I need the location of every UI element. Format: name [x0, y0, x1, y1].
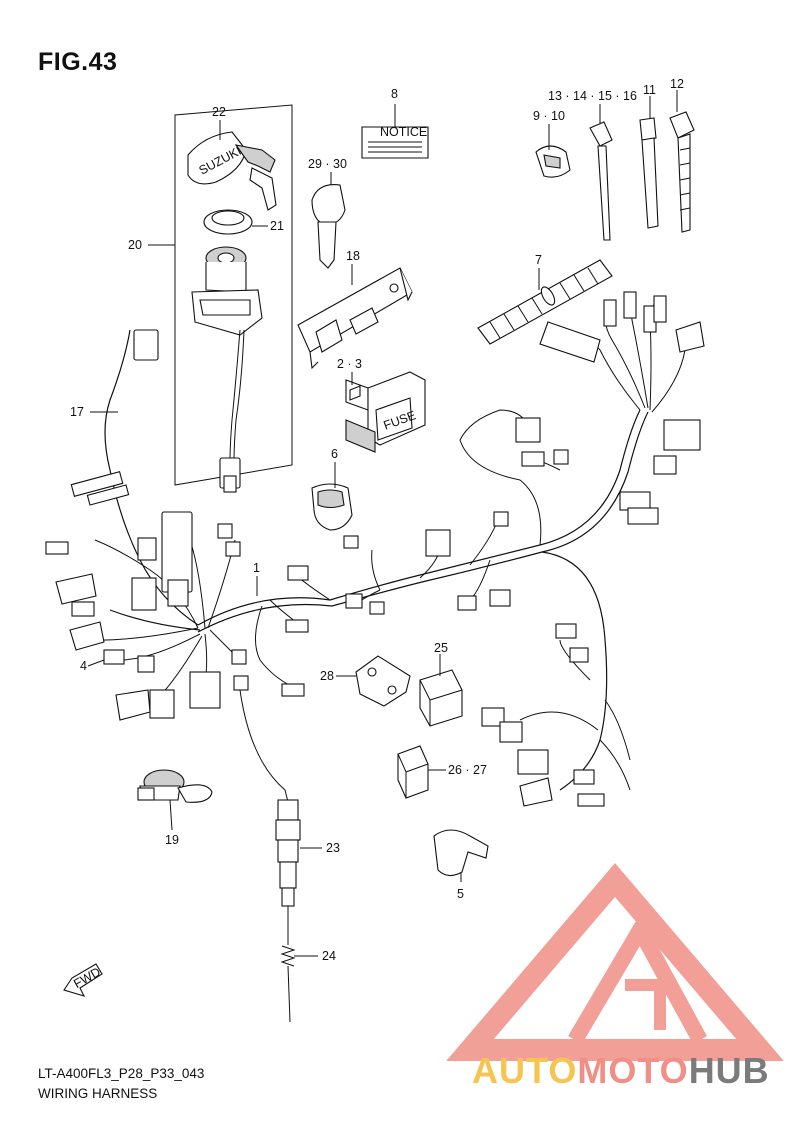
callout-29-30: 29 · 30: [308, 157, 347, 171]
cable-tie-band: [639, 117, 659, 229]
callout-1: 1: [253, 561, 260, 575]
watermark-moto: MOTO: [577, 1050, 689, 1091]
callout-26-27: 26 · 27: [448, 763, 487, 777]
ignition-switch-group: SUZUKI: [174, 104, 293, 493]
cable-clamp: [535, 145, 571, 178]
callout-22: 22: [212, 105, 226, 119]
watermark-logo-mark: [446, 863, 784, 1061]
callout-18: 18: [346, 249, 360, 263]
relay: [419, 669, 463, 727]
fuse-box: FUSE: [345, 371, 426, 453]
ignition-switch-body: [191, 246, 263, 493]
relay-bracket: [355, 655, 411, 707]
figure-title: FIG.43: [38, 48, 118, 76]
callout-numbers: 22 21 20 29 · 30 8 18 2 · 3 6 17 1 4 28 …: [70, 77, 684, 963]
callout-25: 25: [434, 641, 448, 655]
harness-connectors: [45, 291, 705, 807]
o2-sensor: [275, 799, 301, 907]
callout-28: 28: [320, 669, 334, 683]
callout-20: 20: [128, 238, 142, 252]
callout-12: 12: [670, 77, 684, 91]
corrugated-sleeve: [477, 259, 613, 345]
callout-7: 7: [535, 253, 542, 267]
callout-9-10: 9 · 10: [533, 109, 565, 123]
callout-5: 5: [457, 887, 464, 901]
callout-11: 11: [643, 83, 656, 97]
callout-23: 23: [326, 841, 340, 855]
callout-19: 19: [165, 833, 179, 847]
watermark-logo-text: AUTOMOTOHUB: [472, 1050, 770, 1092]
figure-name-caption: WIRING HARNESS: [38, 1086, 158, 1101]
callout-17: 17: [70, 405, 84, 419]
key-blank: [311, 184, 346, 269]
cable-tie-clip: [669, 111, 695, 233]
rubber-cap: [311, 483, 353, 531]
leader-lines: [87, 90, 678, 957]
callout-4: 4: [80, 659, 87, 673]
model-code-caption: LT-A400FL3_P28_P33_043: [38, 1066, 205, 1081]
mounting-bracket: [297, 267, 413, 370]
spring-wire: [280, 906, 296, 1023]
callout-24: 24: [322, 949, 336, 963]
callout-13-16: 13 · 14 · 15 · 16: [548, 89, 637, 103]
coupler: [397, 745, 429, 799]
watermark-hub: HUB: [688, 1050, 770, 1091]
callout-8: 8: [391, 87, 398, 101]
ignition-nut: [203, 209, 253, 235]
fuel-pump-switch: [137, 769, 213, 803]
watermark-auto: AUTO: [472, 1050, 578, 1091]
cable-tie-long: [589, 121, 613, 241]
rubber-boot: [433, 829, 489, 877]
notice-label-part: NOTICE: [361, 125, 429, 159]
callout-2-3: 2 · 3: [337, 357, 362, 371]
notice-label-text: NOTICE: [380, 125, 427, 139]
callout-6: 6: [331, 447, 338, 461]
ignition-key: SUZUKI: [187, 131, 277, 211]
callout-21: 21: [270, 219, 284, 233]
forward-arrow-icon: FWD: [63, 963, 103, 997]
